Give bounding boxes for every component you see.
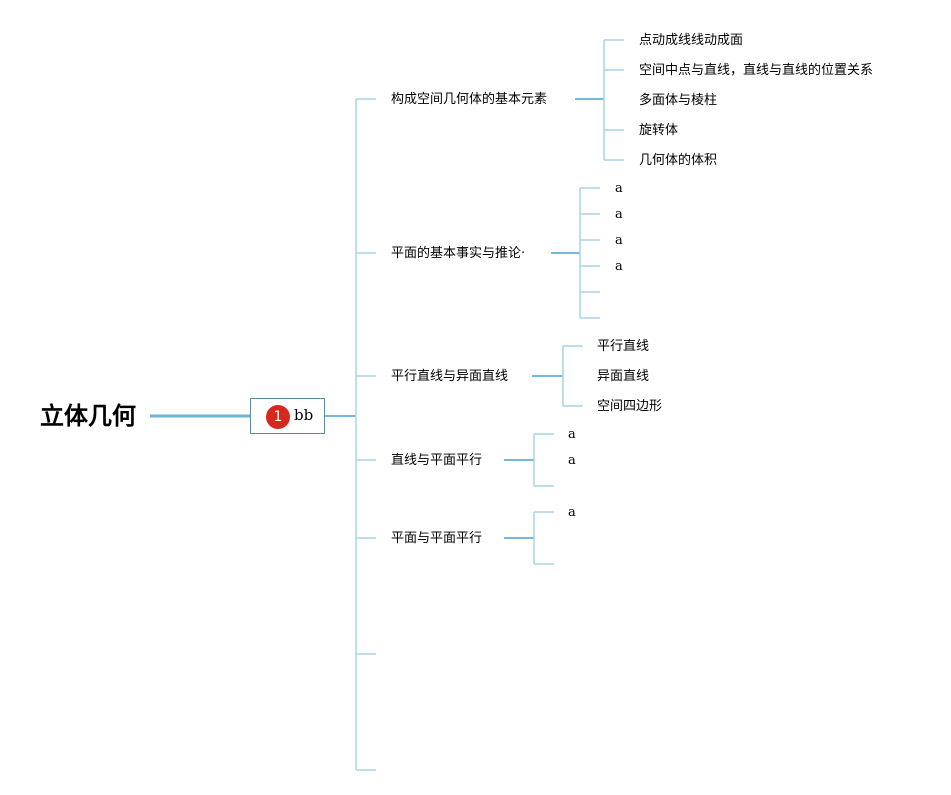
leaf-node[interactable]: 平行直线 — [597, 339, 650, 354]
leaf-node[interactable]: 旋转体 — [639, 123, 679, 138]
center-node[interactable]: 1 bb — [250, 398, 325, 434]
root-topic[interactable]: 立体几何 — [40, 402, 136, 430]
leaf-node[interactable]: 空间中点与直线，直线与直线的位置关系 — [639, 63, 874, 78]
leaf-node[interactable]: a — [615, 181, 623, 196]
leaf-node[interactable]: a — [615, 259, 623, 274]
leaf-node[interactable]: a — [568, 453, 576, 468]
leaf-node[interactable]: 几何体的体积 — [639, 153, 718, 168]
branch-node-line-plane-parallel[interactable]: 直线与平面平行 — [391, 453, 483, 468]
branch-node-parallel-skew-lines[interactable]: 平行直线与异面直线 — [391, 369, 509, 384]
leaf-node[interactable]: 点动成线线动成面 — [639, 33, 744, 48]
branch-node-basic-elements[interactable]: 构成空间几何体的基本元素 — [391, 92, 548, 107]
leaf-node[interactable]: a — [615, 207, 623, 222]
leaf-node[interactable]: 多面体与棱柱 — [639, 93, 718, 108]
leaf-node[interactable]: a — [568, 505, 576, 520]
center-node-label: bb — [294, 406, 314, 424]
leaf-node[interactable]: 空间四边形 — [597, 399, 663, 414]
leaf-node[interactable]: a — [568, 427, 576, 442]
branch-node-plane-facts[interactable]: 平面的基本事实与推论· — [391, 246, 526, 261]
branch-node-plane-plane-parallel[interactable]: 平面与平面平行 — [391, 531, 483, 546]
marker-number-badge: 1 — [266, 405, 290, 429]
leaf-node[interactable]: a — [615, 233, 623, 248]
leaf-node[interactable]: 异面直线 — [597, 369, 650, 384]
